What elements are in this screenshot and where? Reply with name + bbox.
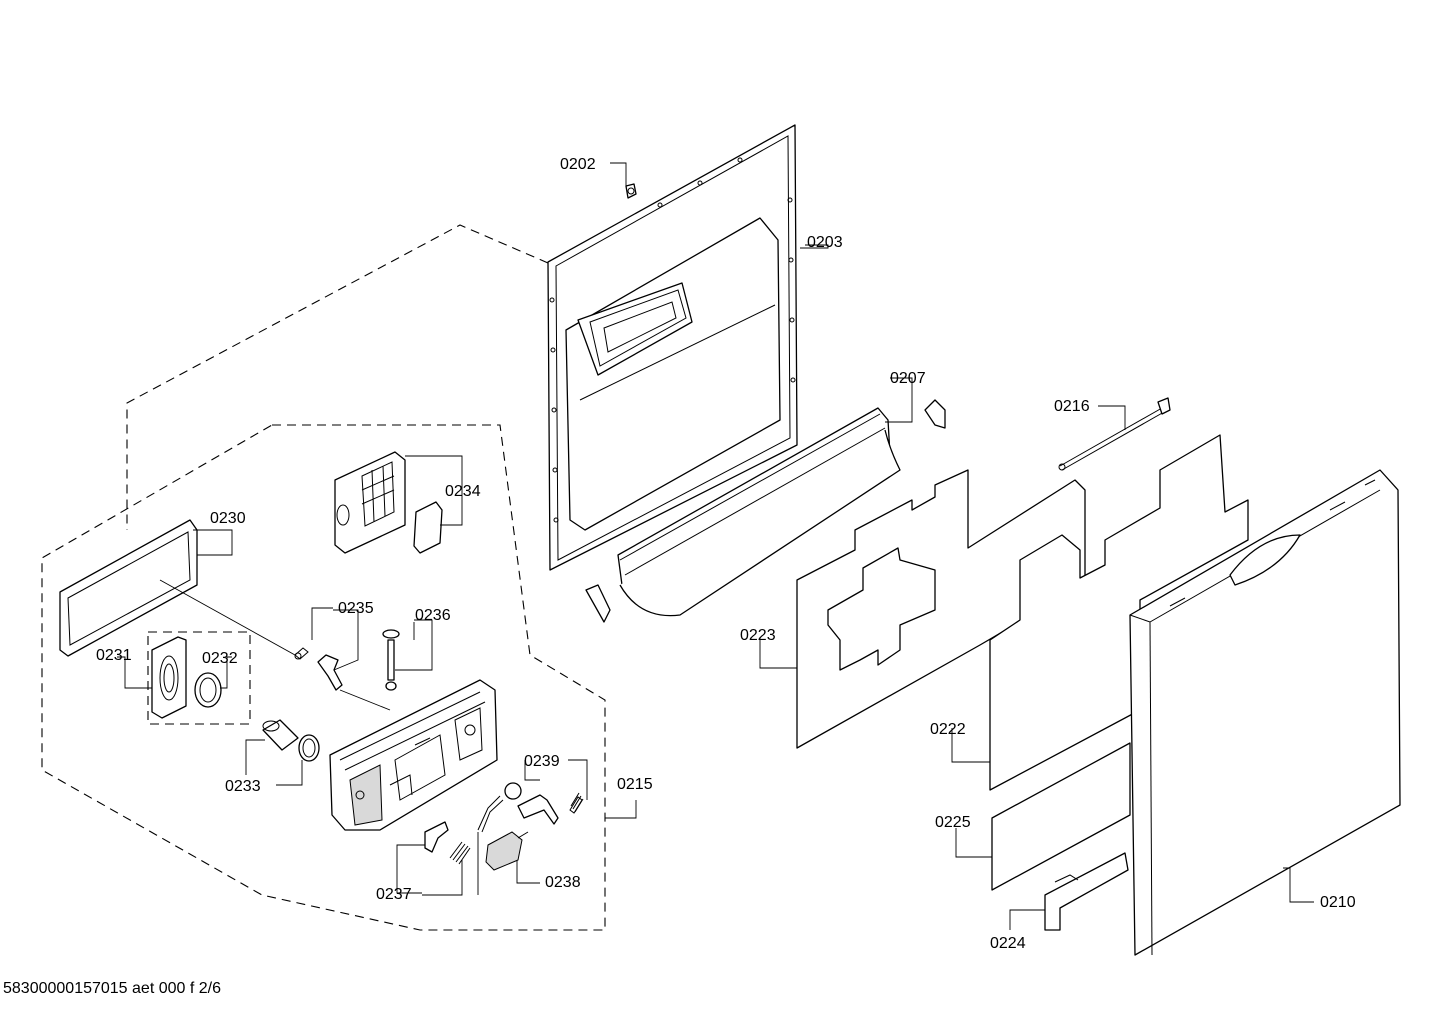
label-0230: 0230 — [210, 510, 246, 527]
wire-lever — [477, 795, 504, 833]
filter-pad — [413, 501, 443, 554]
label-0235: 0235 — [338, 600, 374, 617]
lever — [317, 654, 343, 691]
dispenser-lid — [151, 636, 187, 719]
label-0234: 0234 — [445, 483, 481, 500]
ball — [504, 782, 522, 800]
lid-subgroup-outline — [147, 631, 251, 725]
outer-door-panel — [1129, 469, 1401, 956]
dispenser-body — [329, 679, 498, 831]
bottom-trim — [1044, 852, 1129, 931]
document-code: 58300000157015 aet 000 f 2/6 — [3, 980, 221, 997]
leader-lines — [117, 162, 1314, 930]
label-0222: 0222 — [930, 721, 966, 738]
cable-tie — [1058, 397, 1171, 471]
label-0216: 0216 — [1054, 398, 1090, 415]
label-0215: 0215 — [617, 776, 653, 793]
rinse-aid-unit — [334, 451, 406, 554]
label-0239: 0239 — [524, 753, 560, 770]
label-0224: 0224 — [990, 935, 1026, 952]
label-0231: 0231 — [96, 647, 132, 664]
seal-ring — [194, 672, 222, 708]
spring-0239 — [569, 792, 584, 814]
inner-door-panel — [547, 124, 798, 571]
label-0223: 0223 — [740, 627, 776, 644]
latch — [517, 794, 559, 825]
spring-small — [294, 647, 309, 660]
spring-0237 — [449, 841, 471, 865]
label-0225: 0225 — [935, 814, 971, 831]
label-0203: 0203 — [807, 234, 843, 251]
dispenser-gasket-frame — [59, 519, 198, 657]
label-0207: 0207 — [890, 370, 926, 387]
hose-connector — [262, 719, 320, 762]
label-0238: 0238 — [545, 874, 581, 891]
screw — [625, 183, 637, 199]
trim-strip — [991, 742, 1131, 891]
part-labels: 0202 0203 0207 0216 0234 0230 0235 0236 … — [96, 156, 1356, 952]
float-pin — [382, 629, 400, 691]
label-0236: 0236 — [415, 607, 451, 624]
door-group-outline — [126, 224, 549, 530]
actuator-block — [485, 831, 529, 871]
label-0233: 0233 — [225, 778, 261, 795]
bottom-strip — [585, 399, 946, 623]
label-0202: 0202 — [560, 156, 596, 173]
label-0232: 0232 — [202, 650, 238, 667]
label-0210: 0210 — [1320, 894, 1356, 911]
release-lever — [424, 821, 449, 853]
label-0237: 0237 — [376, 886, 412, 903]
